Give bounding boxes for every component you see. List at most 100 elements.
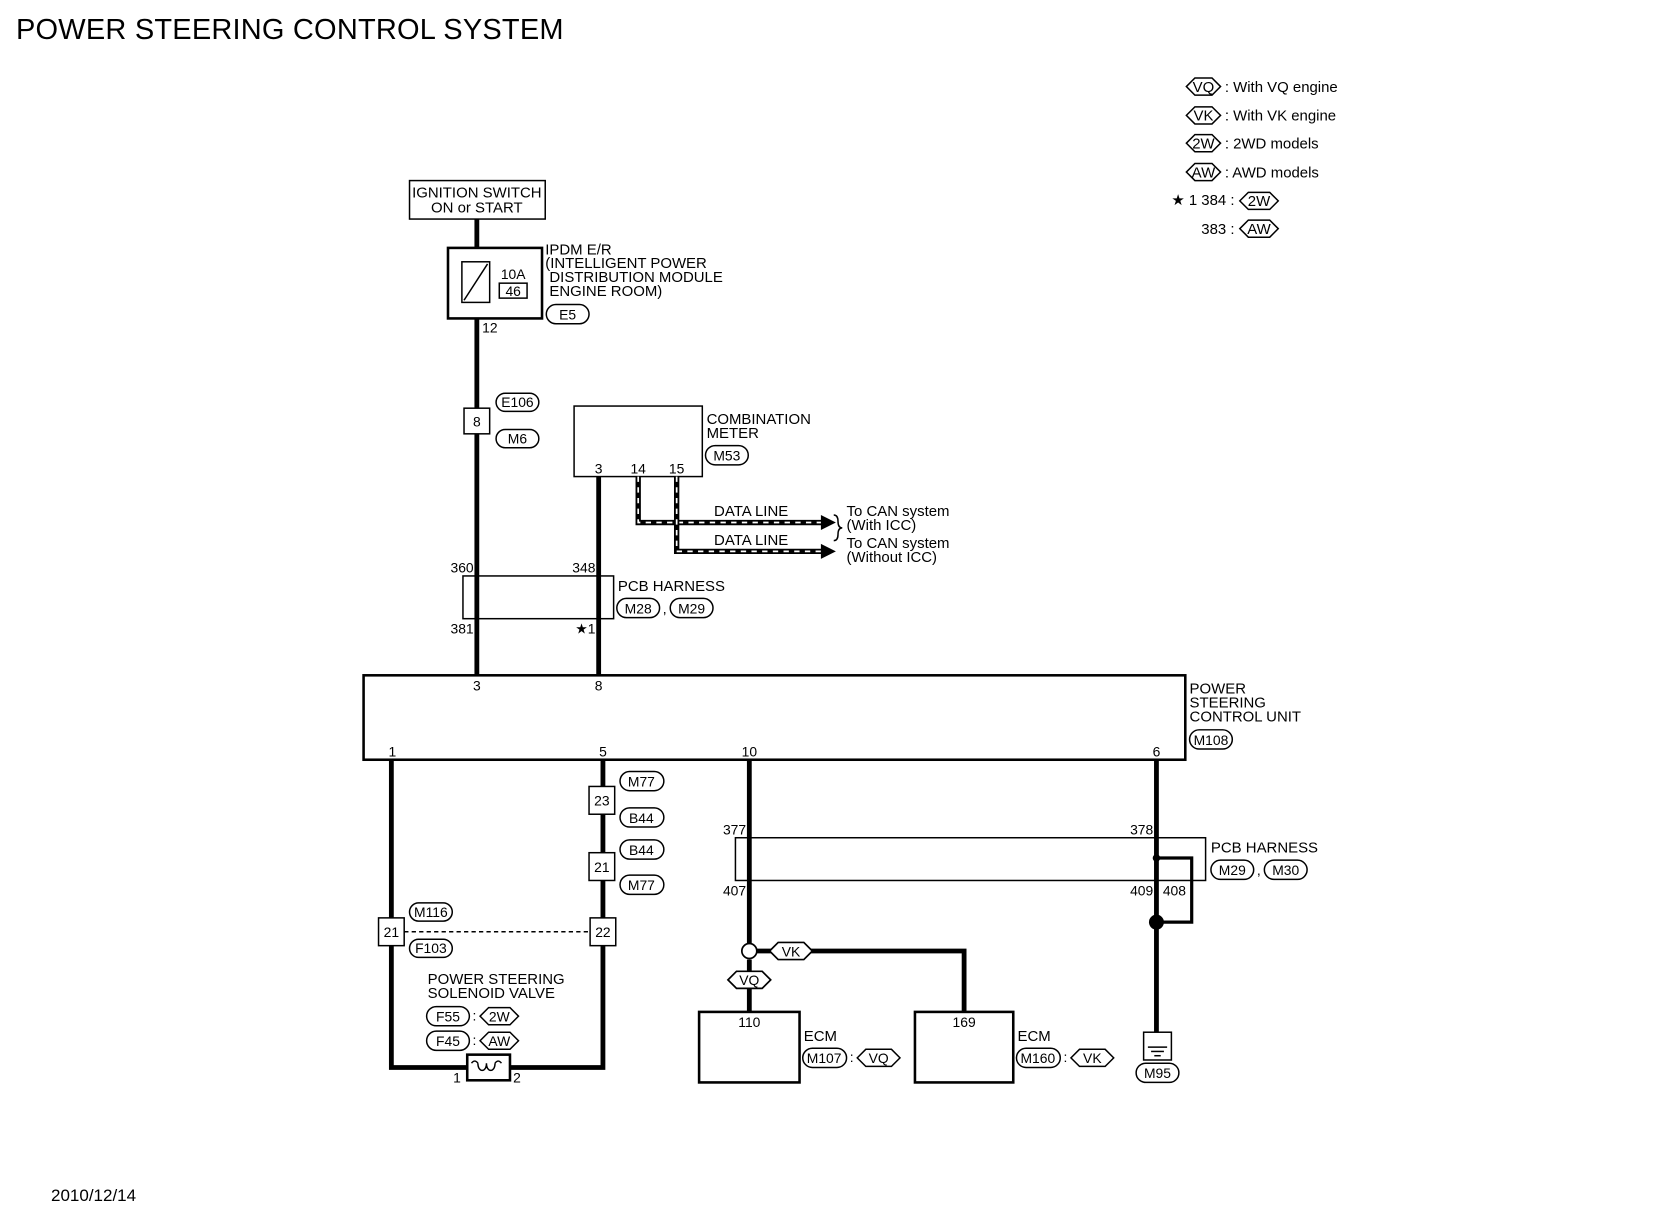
connector-label: F55 (436, 1009, 460, 1025)
pcb-harness-2: 377 378 407 409 408 PCB HARNESS M29 , M3… (723, 822, 1318, 899)
footnote-mark: ★ 1 (1171, 192, 1197, 209)
legend-item-vq: VQ : With VQ engine (1185, 77, 1338, 96)
cu-label-1: POWER (1190, 680, 1247, 697)
connector-label: E5 (559, 306, 576, 322)
connector-label: M30 (1272, 862, 1299, 878)
data-lines: DATA LINE DATA LINE To CAN system (With … (635, 476, 950, 566)
legend-code: VK (1193, 108, 1213, 125)
legend-text: : With VK engine (1225, 108, 1336, 125)
footnote-code: 2W (1248, 193, 1271, 210)
solenoid-valve: POWER STEERING SOLENOID VALVE F55 : 2W F… (425, 971, 565, 1085)
connector-label: M77 (628, 877, 655, 893)
pin-label: 5 (599, 744, 607, 760)
pin-label: 3 (595, 460, 603, 476)
ignition-switch: IGNITION SWITCH ON or START (408, 179, 546, 220)
cu-label-2: STEERING (1190, 694, 1266, 711)
ecm-vq: 110 ECM M107 : VQ (697, 1010, 902, 1084)
solenoid-label-2: SOLENOID VALVE (428, 985, 555, 1002)
connector-label: M29 (1219, 862, 1246, 878)
connector-label: M107 (807, 1050, 842, 1066)
vk-hex-icon (768, 941, 814, 961)
meter-label-2: METER (707, 425, 759, 442)
footnote-code: AW (1247, 221, 1271, 238)
footnote: ★ 1 384 : 2W 383 : AW (1171, 191, 1280, 238)
variant-code: AW (488, 1033, 511, 1049)
pin-label: 10 (742, 744, 758, 760)
splice-dot (1148, 914, 1164, 930)
pin-label: 408 (1163, 882, 1186, 898)
connector-label: F103 (415, 940, 447, 956)
pin-label: 8 (473, 413, 481, 429)
legend-code: AW (1192, 164, 1216, 181)
vk-hex-icon (1185, 106, 1222, 125)
can-dest: To CAN system (847, 535, 950, 552)
vq-hex-icon (1185, 77, 1222, 96)
separator: : (473, 1007, 477, 1023)
connector-label: M28 (625, 600, 652, 616)
connector-label: M29 (678, 600, 705, 616)
page-title: POWER STEERING CONTROL SYSTEM (16, 14, 564, 46)
separator: : (473, 1032, 477, 1048)
pin-label: 348 (572, 560, 595, 576)
can-dest: To CAN system (847, 503, 950, 520)
legend-item-aw: AW : AWD models (1185, 162, 1319, 181)
ecm-branch: VK VQ (726, 941, 967, 1012)
pin-label: 21 (594, 859, 610, 875)
date-stamp: 2010/12/14 (51, 1186, 137, 1205)
pin-label: 2 (513, 1069, 521, 1085)
legend-text: : 2WD models (1225, 136, 1319, 153)
connector-label: M6 (508, 430, 528, 446)
joint-e106: 8 E106 M6 (463, 392, 540, 449)
ipdm-label-2: (INTELLIGENT POWER (545, 255, 707, 272)
separator: , (663, 600, 667, 616)
connector-label: M77 (628, 773, 655, 789)
ecm-label: ECM (1018, 1028, 1051, 1045)
optional-splice-icon (740, 942, 758, 960)
legend: VQ : With VQ engine VK : With VK engine … (1171, 77, 1338, 238)
connector-label: B44 (629, 842, 654, 858)
connector-label: M53 (713, 448, 740, 464)
legend-text: : AWD models (1225, 164, 1319, 181)
variant-code: VK (1083, 1050, 1102, 1066)
cu-label-3: CONTROL UNIT (1190, 708, 1301, 725)
vk-hex-icon (1069, 1048, 1115, 1068)
pin-label: 378 (1130, 822, 1153, 838)
ipdm-label-1: IPDM E/R (545, 241, 612, 258)
legend-code: 2W (1192, 136, 1215, 153)
pin-label: 169 (953, 1014, 976, 1030)
data-line-label: DATA LINE (714, 532, 788, 549)
pin-label: 14 (630, 460, 646, 476)
pcb-harness-1: 360 348 381 ★1 PCB HARNESS M28 , M29 (450, 560, 725, 637)
variant-code: VQ (869, 1050, 889, 1066)
brace-icon (833, 514, 843, 542)
ignition-label-2: ON or START (431, 200, 523, 217)
legend-item-2w: 2W : 2WD models (1185, 133, 1319, 153)
ecm-label: ECM (804, 1028, 837, 1045)
wire-bridge-408 (1156, 856, 1194, 924)
separator: : (1063, 1049, 1067, 1065)
pin-label: 8 (595, 677, 603, 693)
legend-text: : With VQ engine (1225, 79, 1338, 96)
pin-label: 1 (453, 1069, 461, 1085)
joint-m77-21: 21 B44 M77 (588, 839, 665, 896)
pin-label: 381 (450, 621, 473, 637)
vq-hex-icon (726, 970, 772, 990)
pin-label: 15 (669, 460, 685, 476)
pin-label: 22 (595, 924, 611, 940)
pin-label: 360 (450, 560, 473, 576)
fuse-number: 46 (505, 283, 521, 299)
legend-code: VQ (1193, 79, 1215, 96)
pin-label: 377 (723, 822, 746, 838)
footnote-pin: 383 : (1201, 221, 1234, 238)
pcb-label: PCB HARNESS (618, 578, 725, 595)
pin-label: 21 (384, 924, 400, 940)
pin-label: ★1 (575, 621, 595, 637)
pin-label: 407 (723, 882, 746, 898)
connector-label: F45 (436, 1033, 460, 1049)
combination-meter: COMBINATION METER M53 3 14 15 (573, 405, 811, 478)
data-line-label: DATA LINE (714, 503, 788, 520)
fuse-rating: 10A (501, 266, 526, 282)
aw-hex-icon (1238, 219, 1280, 238)
pcb-label: PCB HARNESS (1211, 840, 1318, 857)
